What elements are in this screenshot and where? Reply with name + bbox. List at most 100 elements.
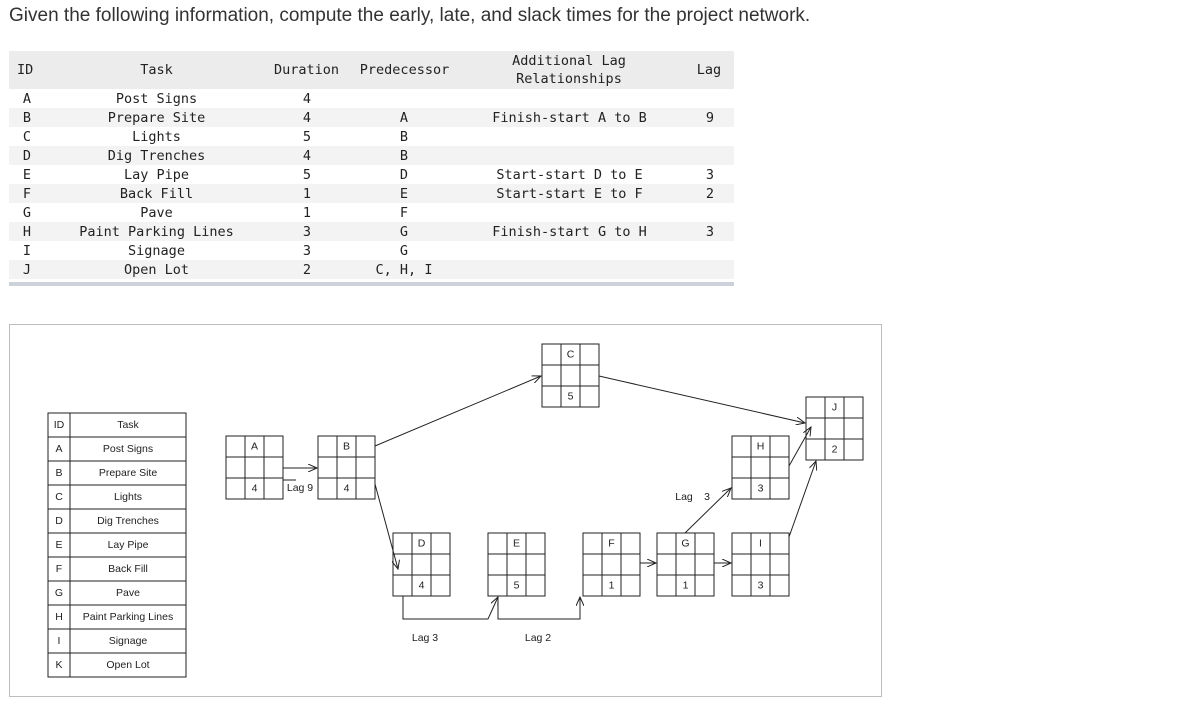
node-b: B4 <box>317 435 376 500</box>
row-lag: 9 <box>705 109 715 126</box>
header-additional-line1: Additional Lag <box>512 53 626 69</box>
row-id: D <box>22 147 32 164</box>
header-additional-lag: Additional Lag Relationships <box>474 51 664 89</box>
legend-row-task: Open Lot <box>106 659 149 671</box>
row-additional <box>477 146 662 165</box>
node-id-label: E <box>513 537 520 549</box>
header-lag: Lag <box>696 62 722 78</box>
edge-h-j <box>788 427 811 467</box>
row-task: Signage <box>128 242 185 259</box>
row-predecessor: G <box>399 242 409 259</box>
row-id: H <box>22 223 32 240</box>
lag-label-ef: Lag 2 <box>525 632 551 644</box>
row-predecessor <box>354 89 454 108</box>
legend-row-id: E <box>55 539 62 551</box>
table-row: D Dig Trenches 4 B <box>9 146 734 165</box>
row-predecessor: D <box>399 166 409 183</box>
edge-d-e <box>402 596 498 620</box>
table-bottom-rule <box>9 282 734 286</box>
node-d: D4 <box>392 532 451 597</box>
node-border <box>656 532 715 597</box>
row-duration: 5 <box>302 128 312 145</box>
row-additional: Start-start E to F <box>496 185 643 202</box>
row-id: B <box>22 109 32 126</box>
node-h: H3 <box>731 435 790 500</box>
legend-row-task: Lay Pipe <box>108 539 149 551</box>
row-task: Dig Trenches <box>107 147 206 164</box>
node-id-label: D <box>418 537 426 549</box>
activity-table: ID Task Duration Predecessor Additional … <box>9 51 734 286</box>
lag-label-de: Lag 3 <box>412 632 438 644</box>
row-predecessor: B <box>399 147 409 164</box>
row-lag <box>699 146 721 165</box>
row-task: Paint Parking Lines <box>79 223 234 240</box>
header-additional-line2: Relationships <box>516 71 622 87</box>
row-duration: 4 <box>302 90 312 107</box>
row-predecessor: F <box>399 204 409 221</box>
legend-row-task: Pave <box>116 587 140 599</box>
node-f: F1 <box>582 532 641 597</box>
row-additional <box>477 89 662 108</box>
row-lag: 2 <box>705 185 715 202</box>
row-predecessor: B <box>399 128 409 145</box>
header-duration: Duration <box>273 62 340 78</box>
node-id-label: A <box>251 440 258 452</box>
table-row: A Post Signs 4 <box>9 89 734 108</box>
row-lag <box>699 203 721 222</box>
legend-row-id: A <box>55 443 62 455</box>
row-additional <box>477 203 662 222</box>
node-duration-label: 1 <box>609 579 615 591</box>
node-duration-label: 2 <box>832 443 838 455</box>
row-duration: 2 <box>302 261 312 278</box>
node-border <box>225 435 284 500</box>
row-task: Back Fill <box>119 185 194 202</box>
node-i: I3 <box>731 532 790 597</box>
row-task: Prepare Site <box>107 109 206 126</box>
header-task: Task <box>140 62 173 78</box>
node-duration-label: 1 <box>683 579 689 591</box>
row-predecessor: A <box>399 109 409 126</box>
node-border <box>805 396 864 461</box>
node-border <box>392 532 451 597</box>
node-duration-label: 4 <box>419 579 425 591</box>
row-lag <box>699 241 721 260</box>
row-additional: Finish-start G to H <box>492 223 647 240</box>
row-id: E <box>22 166 32 183</box>
legend-row-task: Lights <box>114 491 142 503</box>
question-text: Given the following information, compute… <box>9 5 811 26</box>
node-e: E5 <box>487 532 546 597</box>
legend-row-id: I <box>58 635 61 647</box>
row-lag: 3 <box>705 223 715 240</box>
row-duration: 4 <box>302 147 312 164</box>
node-border <box>731 532 790 597</box>
legend-row-task: Paint Parking Lines <box>83 611 173 623</box>
row-duration: 1 <box>302 204 312 221</box>
legend-row-task: Signage <box>109 635 148 647</box>
legend-row-task: Dig Trenches <box>97 515 159 527</box>
node-duration-label: 5 <box>514 579 520 591</box>
node-duration-label: 5 <box>568 390 574 402</box>
lag-label-ab: Lag 9 <box>287 482 313 494</box>
edge-g-h <box>684 488 731 534</box>
row-task: Post Signs <box>115 90 198 107</box>
edge-b-d <box>374 483 398 569</box>
row-task: Lay Pipe <box>123 166 190 183</box>
row-additional <box>477 127 662 146</box>
node-duration-label: 3 <box>758 482 764 494</box>
node-duration-label: 3 <box>758 579 764 591</box>
row-id: A <box>22 90 32 107</box>
node-id-label: B <box>343 440 350 452</box>
legend-row-id: D <box>55 515 63 527</box>
row-additional: Finish-start A to B <box>492 109 647 126</box>
legend-header-id: ID <box>54 419 65 431</box>
node-c: C5 <box>541 343 600 408</box>
row-task: Lights <box>132 128 181 145</box>
